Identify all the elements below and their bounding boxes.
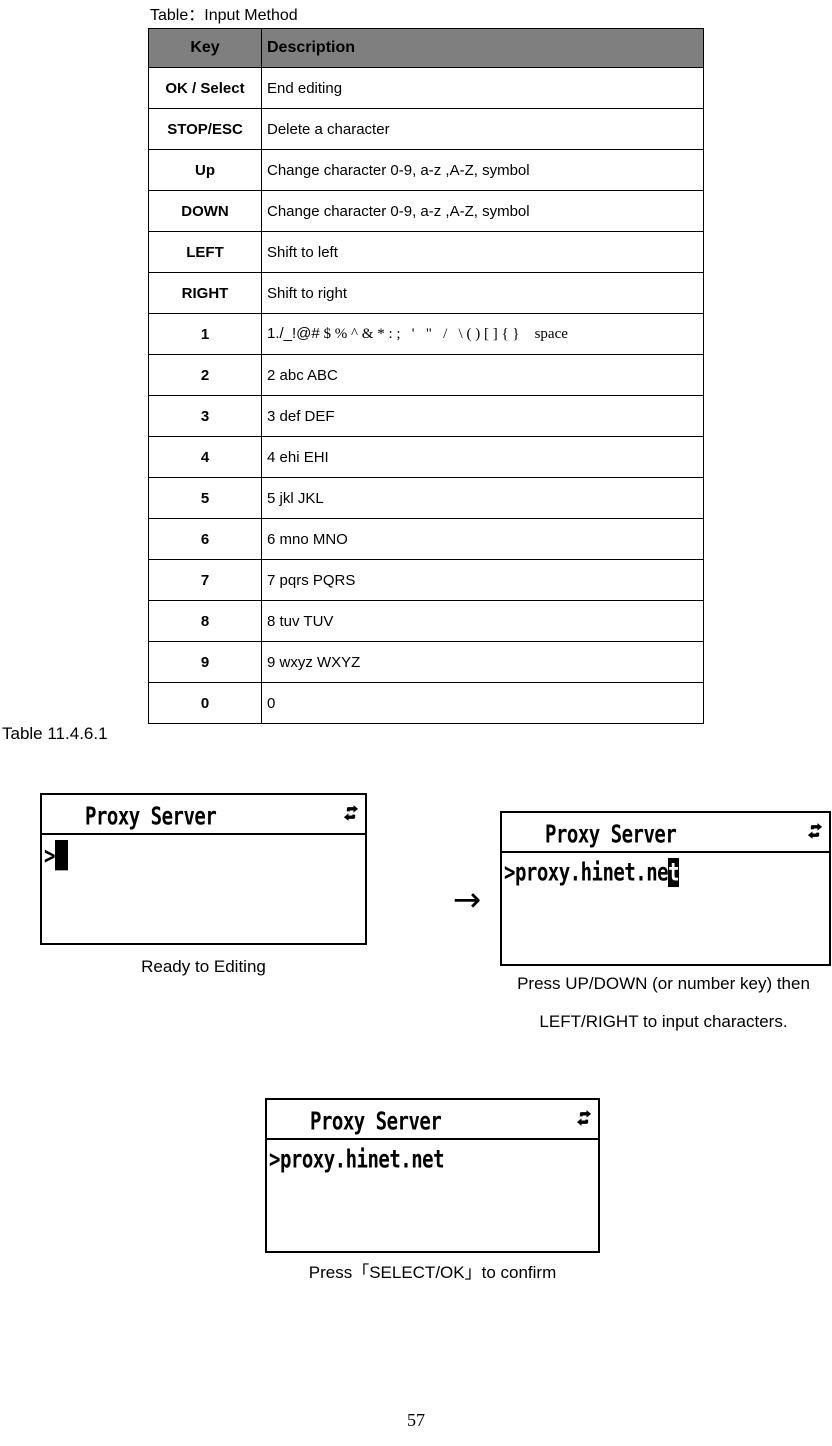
- table-header-row: Key Description: [148, 28, 704, 68]
- lcd-screen-editing: Proxy Server >proxy.hinet.net: [500, 811, 831, 966]
- desc-cell: 1./_!@# $ % ^ & * : ; ' " / \ ( ) [ ] { …: [261, 313, 704, 355]
- table-row: Up Change character 0-9, a-z ,A-Z, symbo…: [148, 149, 704, 191]
- caption-confirm: Press「SELECT/OK」to confirm: [308, 1263, 557, 1282]
- caption-editing-line2: LEFT/RIGHT to input characters.: [539, 1012, 788, 1031]
- symbols-sans-part: 1./_!@#: [267, 325, 320, 342]
- lcd-title: Proxy Server: [310, 1107, 442, 1137]
- desc-cell: Shift to right: [261, 272, 704, 314]
- key-cell: 2: [148, 354, 262, 396]
- table-row: 7 7 pqrs PQRS: [148, 559, 704, 601]
- key-cell: 6: [148, 518, 262, 560]
- lcd-prompt: >: [44, 841, 55, 871]
- lcd-block-cursor: [54, 840, 68, 871]
- key-cell: 8: [148, 600, 262, 642]
- lcd-input-value: proxy.hinet.ne: [514, 858, 669, 888]
- table-row: 5 5 jkl JKL: [148, 477, 704, 519]
- key-cell: LEFT: [148, 231, 262, 273]
- desc-cell: Change character 0-9, a-z ,A-Z, symbol: [261, 149, 704, 191]
- key-cell: 0: [148, 682, 262, 724]
- section-label: Table 11.4.6.1: [2, 724, 108, 743]
- desc-cell: 6 mno MNO: [261, 518, 704, 560]
- table-row: DOWN Change character 0-9, a-z ,A-Z, sym…: [148, 190, 704, 232]
- lcd-body: >: [42, 835, 365, 871]
- table-row: RIGHT Shift to right: [148, 272, 704, 314]
- desc-cell: Change character 0-9, a-z ,A-Z, symbol: [261, 190, 704, 232]
- key-cell: 1: [148, 313, 262, 355]
- lcd-title: Proxy Server: [545, 820, 677, 850]
- lcd-input-value: proxy.hinet.net: [279, 1145, 445, 1175]
- table-row: 3 3 def DEF: [148, 395, 704, 437]
- table-row: 2 2 abc ABC: [148, 354, 704, 396]
- desc-cell: 9 wxyz WXYZ: [261, 641, 704, 683]
- key-cell: 7: [148, 559, 262, 601]
- desc-cell: End editing: [261, 67, 704, 109]
- caption-ready: Ready to Editing: [141, 957, 266, 976]
- symbols-serif-part: $ % ^ & * : ; ' " / \ ( ) [ ] { } space: [319, 326, 568, 342]
- key-cell: STOP/ESC: [148, 108, 262, 150]
- table-row: 0 0: [148, 682, 704, 724]
- key-cell: 9: [148, 641, 262, 683]
- lcd-title: Proxy Server: [85, 802, 217, 832]
- lcd-screen-confirm: Proxy Server >proxy.hinet.net: [265, 1098, 600, 1253]
- table-row: LEFT Shift to left: [148, 231, 704, 273]
- lcd-titlebar: Proxy Server: [502, 813, 829, 853]
- column-header-description: Description: [261, 28, 704, 68]
- lcd-titlebar: Proxy Server: [42, 795, 365, 835]
- table-caption: Table：Input Method: [150, 7, 298, 24]
- table-row: STOP/ESC Delete a character: [148, 108, 704, 150]
- lcd-titlebar: Proxy Server: [267, 1100, 598, 1140]
- flow-arrow: →: [452, 880, 482, 920]
- key-cell: RIGHT: [148, 272, 262, 314]
- table-row: OK / Select End editing: [148, 67, 704, 109]
- table-row: 9 9 wxyz WXYZ: [148, 641, 704, 683]
- key-cell: DOWN: [148, 190, 262, 232]
- page-number: 57: [407, 1410, 425, 1430]
- lcd-prompt: >: [269, 1145, 280, 1175]
- key-cell: 5: [148, 477, 262, 519]
- swap-arrows-icon: [343, 805, 359, 821]
- table-row: 1 1./_!@# $ % ^ & * : ; ' " / \ ( ) [ ] …: [148, 313, 704, 355]
- desc-cell: 8 tuv TUV: [261, 600, 704, 642]
- input-method-table: Key Description OK / Select End editing …: [148, 28, 704, 724]
- lcd-cursor-char: t: [668, 858, 680, 888]
- desc-cell: 7 pqrs PQRS: [261, 559, 704, 601]
- lcd-prompt: >: [504, 858, 515, 888]
- desc-cell: 4 ehi EHI: [261, 436, 704, 478]
- swap-arrows-icon: [807, 823, 823, 839]
- lcd-body: >proxy.hinet.net: [267, 1140, 598, 1174]
- desc-cell: 0: [261, 682, 704, 724]
- desc-cell: 3 def DEF: [261, 395, 704, 437]
- key-cell: 4: [148, 436, 262, 478]
- table-row: 8 8 tuv TUV: [148, 600, 704, 642]
- swap-arrows-icon: [576, 1110, 592, 1126]
- column-header-key: Key: [148, 28, 262, 68]
- desc-cell: 5 jkl JKL: [261, 477, 704, 519]
- key-cell: Up: [148, 149, 262, 191]
- table-row: 6 6 mno MNO: [148, 518, 704, 560]
- key-cell: 3: [148, 395, 262, 437]
- key-cell: OK / Select: [148, 67, 262, 109]
- desc-cell: Shift to left: [261, 231, 704, 273]
- desc-cell: 2 abc ABC: [261, 354, 704, 396]
- lcd-screen-ready: Proxy Server >: [40, 793, 367, 945]
- table-row: 4 4 ehi EHI: [148, 436, 704, 478]
- desc-cell: Delete a character: [261, 108, 704, 150]
- caption-editing-line1: Press UP/DOWN (or number key) then: [517, 974, 810, 993]
- lcd-body: >proxy.hinet.net: [502, 853, 829, 888]
